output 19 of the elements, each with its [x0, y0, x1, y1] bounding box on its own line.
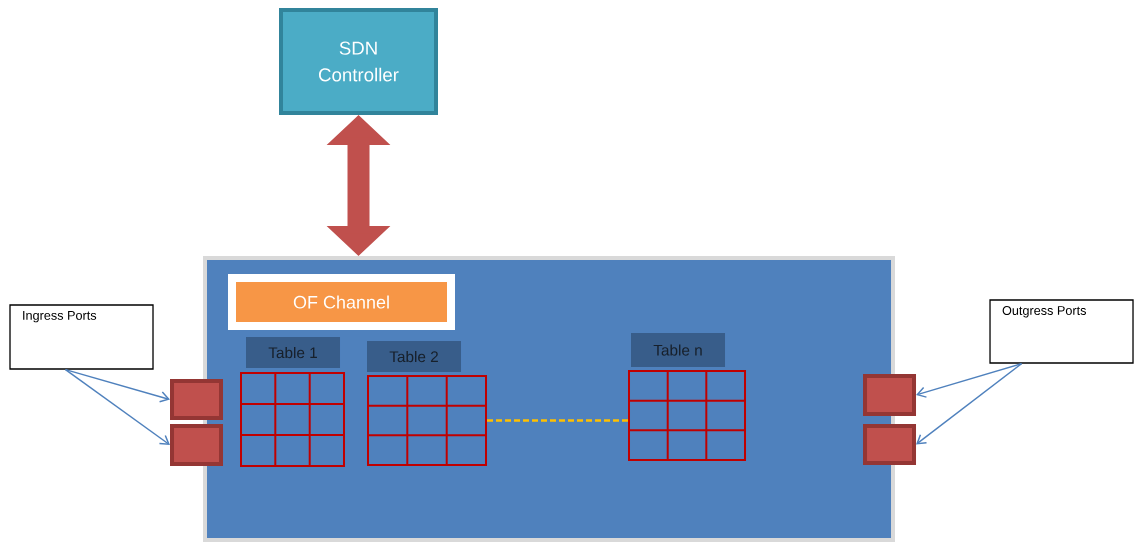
channel-box: OF Channel: [228, 274, 455, 330]
dashed-line: [487, 419, 628, 422]
flow-table-grid: [628, 370, 746, 461]
controller-box: SDN Controller: [279, 8, 438, 115]
flow-table-grid: [367, 375, 487, 466]
arrow: [916, 362, 1023, 398]
table-header: Table n: [631, 333, 725, 367]
arrow: [64, 368, 170, 445]
label-box: Outgress Ports: [989, 299, 1134, 364]
table-header: Table 2: [367, 341, 461, 372]
flow-table-grid: [240, 372, 345, 467]
label-box: Ingress Ports: [9, 304, 154, 370]
port-square: [863, 374, 916, 416]
arrow: [64, 368, 170, 403]
table-header: Table 1: [246, 337, 340, 368]
port-square: [170, 424, 223, 466]
port-square: [863, 424, 916, 465]
port-square: [170, 379, 223, 420]
arrow: [916, 362, 1023, 445]
